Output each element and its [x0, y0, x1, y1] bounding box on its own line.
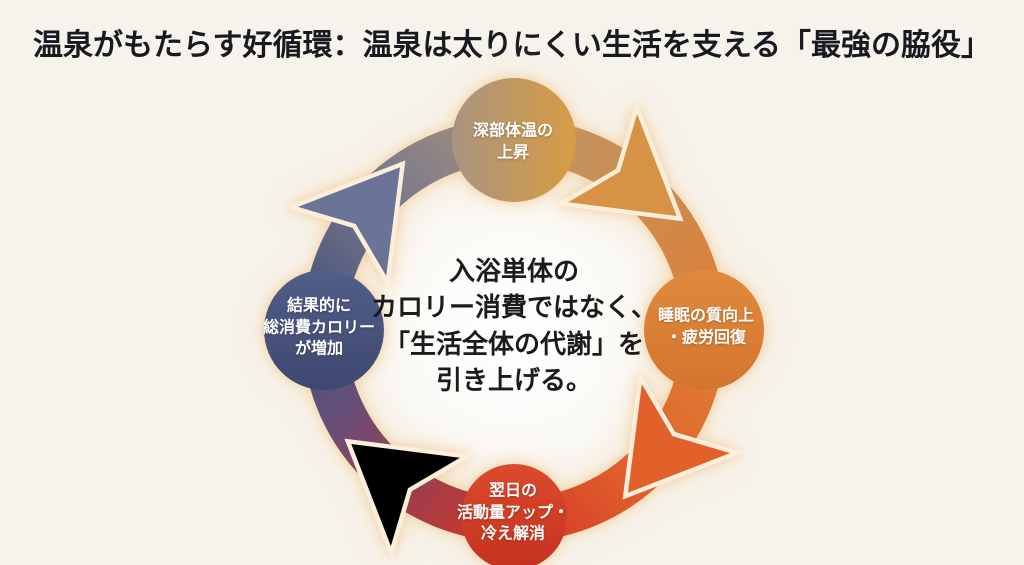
node-circle-next-day-activity — [461, 464, 567, 565]
arrow-left-to-top-icon — [284, 160, 406, 290]
page-title: 温泉がもたらす好循環：温泉は太りにくい生活を支える「最強の脇役」 — [33, 28, 991, 63]
node-circle-total-calorie-burn — [264, 270, 384, 390]
node-circle-sleep-quality — [644, 270, 764, 390]
node-label-total-calorie-burn: 結果的に 総消費カロリー が増加 — [262, 295, 376, 358]
node-label-next-day-activity: 翌日の 活動量アップ・ 冷え解消 — [456, 480, 570, 543]
node-circle-deep-body-temperature — [452, 78, 576, 202]
node-label-sleep-quality: 睡眠の質向上 ・疲労回復 — [657, 305, 755, 346]
arrow-right-to-bottom-icon — [622, 370, 744, 500]
center-message: 入浴単体の カロリー消費ではなく、 「生活全体の代謝」を 引き上げる。 — [370, 257, 657, 397]
center-halo — [346, 162, 682, 498]
node-label-deep-body-temperature: 深部体温の 上昇 — [472, 120, 554, 161]
arrow-top-to-right-icon — [554, 100, 684, 222]
arrow-bottom-to-left-icon — [344, 438, 474, 560]
